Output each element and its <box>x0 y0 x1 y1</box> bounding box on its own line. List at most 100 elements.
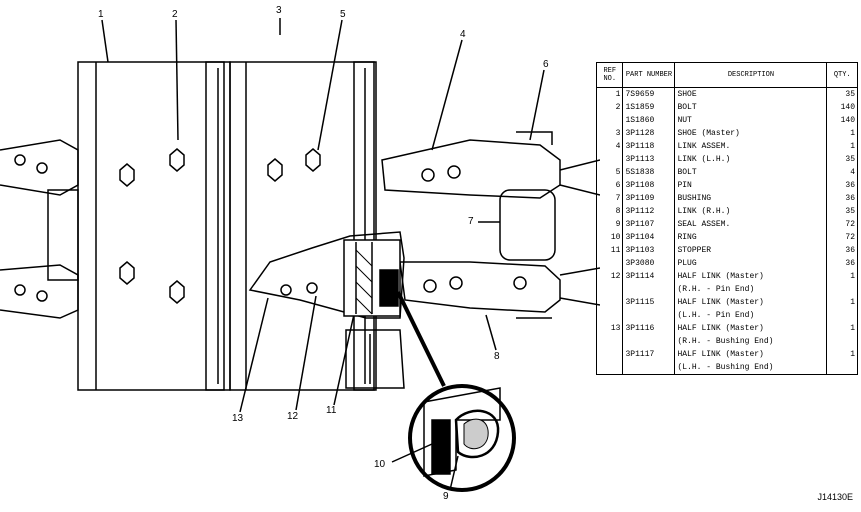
cell-qty <box>826 309 858 322</box>
cell-ref <box>595 361 624 375</box>
master-half-link-section <box>248 231 405 389</box>
cell-desc: LINK (L.H.) <box>674 153 828 166</box>
cell-part: 3P1115 <box>622 296 676 309</box>
cell-ref <box>595 309 624 322</box>
cell-desc: SHOE (Master) <box>674 127 828 140</box>
cell-desc: (R.H. - Bushing End) <box>674 335 828 348</box>
cell-desc: (L.H. - Bushing End) <box>674 361 828 375</box>
cell-ref: 11 <box>595 244 624 257</box>
cell-part <box>622 335 676 348</box>
cell-qty: 35 <box>826 87 858 101</box>
cell-ref: 1 <box>595 87 624 101</box>
cell-desc: HALF LINK (Master) <box>674 348 828 361</box>
cell-part: 3P1108 <box>622 179 676 192</box>
cell-desc: PIN <box>674 179 828 192</box>
cell-part <box>622 283 676 296</box>
leader-line-5 <box>317 19 343 151</box>
cell-part: 3P1109 <box>622 192 676 205</box>
cell-desc: BOLT <box>674 101 828 114</box>
cell-ref: 9 <box>595 218 624 231</box>
cell-qty: 36 <box>826 179 858 192</box>
cell-part: 3P3080 <box>622 257 676 270</box>
callout-1: 1 <box>98 9 104 20</box>
cell-qty: 72 <box>826 218 858 231</box>
callout-8: 8 <box>494 351 500 362</box>
header-part-number: PART NUMBER <box>622 62 676 88</box>
header-ref: REF NO. <box>595 62 624 88</box>
cell-part: 3P1104 <box>622 231 676 244</box>
cell-desc: STOPPER <box>674 244 828 257</box>
cell-qty: 140 <box>826 114 858 127</box>
cell-qty: 4 <box>826 166 858 179</box>
cell-ref <box>595 296 624 309</box>
cell-qty: 36 <box>826 192 858 205</box>
cell-desc: (R.H. - Pin End) <box>674 283 828 296</box>
cell-qty <box>826 283 858 296</box>
cell-desc: NUT <box>674 114 828 127</box>
cell-qty: 140 <box>826 101 858 114</box>
shoe-plate-master <box>229 61 375 391</box>
cell-part: 1S1859 <box>622 101 676 114</box>
cell-ref: 4 <box>595 140 624 153</box>
cell-qty: 1 <box>826 322 858 335</box>
cell-ref <box>595 283 624 296</box>
cell-desc: PLUG <box>674 257 828 270</box>
cell-qty: 1 <box>826 270 858 283</box>
leader-line-2 <box>175 19 179 141</box>
leader-line-8 <box>485 314 497 351</box>
callout-9: 9 <box>443 491 449 502</box>
cell-part: 7S9659 <box>622 87 676 101</box>
cell-part <box>622 309 676 322</box>
parts-table-header: REF NO. PART NUMBER DESCRIPTION QTY. <box>595 62 858 88</box>
cell-ref: 8 <box>595 205 624 218</box>
cell-ref: 3 <box>595 127 624 140</box>
cell-qty: 1 <box>826 348 858 361</box>
callout-10: 10 <box>374 459 386 470</box>
cell-ref: 6 <box>595 179 624 192</box>
cell-qty: 1 <box>826 127 858 140</box>
cell-part: 1S1860 <box>622 114 676 127</box>
cell-part: 5S1838 <box>622 166 676 179</box>
cell-qty: 35 <box>826 205 858 218</box>
cell-part: 3P1117 <box>622 348 676 361</box>
callout-11: 11 <box>326 405 337 416</box>
leader-line-4 <box>431 39 463 151</box>
callout-5: 5 <box>340 9 346 20</box>
right-links <box>381 131 600 319</box>
table-row: (R.H. - Pin End) <box>595 283 858 296</box>
callout-2: 2 <box>172 9 178 20</box>
shoe-nut-hexes <box>119 148 321 304</box>
leader-line-9 <box>449 455 459 491</box>
cell-ref <box>595 335 624 348</box>
cell-desc: HALF LINK (Master) <box>674 296 828 309</box>
cell-desc: BOLT <box>674 166 828 179</box>
cell-desc: HALF LINK (Master) <box>674 322 828 335</box>
cell-desc: BUSHING <box>674 192 828 205</box>
cell-ref: 7 <box>595 192 624 205</box>
cell-part: 3P1112 <box>622 205 676 218</box>
cell-qty <box>826 361 858 375</box>
table-row: (L.H. - Bushing End) <box>595 361 858 375</box>
leader-line-13 <box>239 297 269 413</box>
left-links <box>0 139 79 319</box>
cell-part: 3P1128 <box>622 127 676 140</box>
callout-13: 13 <box>232 413 244 424</box>
leader-line-6 <box>529 69 545 141</box>
cell-desc: LINK ASSEM. <box>674 140 828 153</box>
cell-ref: 10 <box>595 231 624 244</box>
table-row: (R.H. - Bushing End) <box>595 335 858 348</box>
